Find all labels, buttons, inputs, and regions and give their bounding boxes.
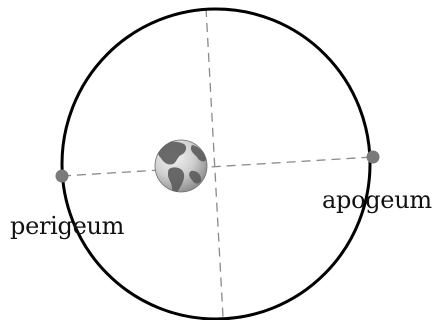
apogee-label: apogeum	[322, 188, 432, 212]
major-axis-line	[62, 157, 373, 176]
earth-globe-icon	[155, 140, 207, 192]
orbit-ellipse	[62, 9, 370, 319]
minor-axis-line	[206, 8, 223, 317]
perigee-point-marker	[56, 170, 69, 183]
apogee-point-marker	[367, 151, 380, 164]
perigee-label: perigeum	[10, 214, 124, 238]
